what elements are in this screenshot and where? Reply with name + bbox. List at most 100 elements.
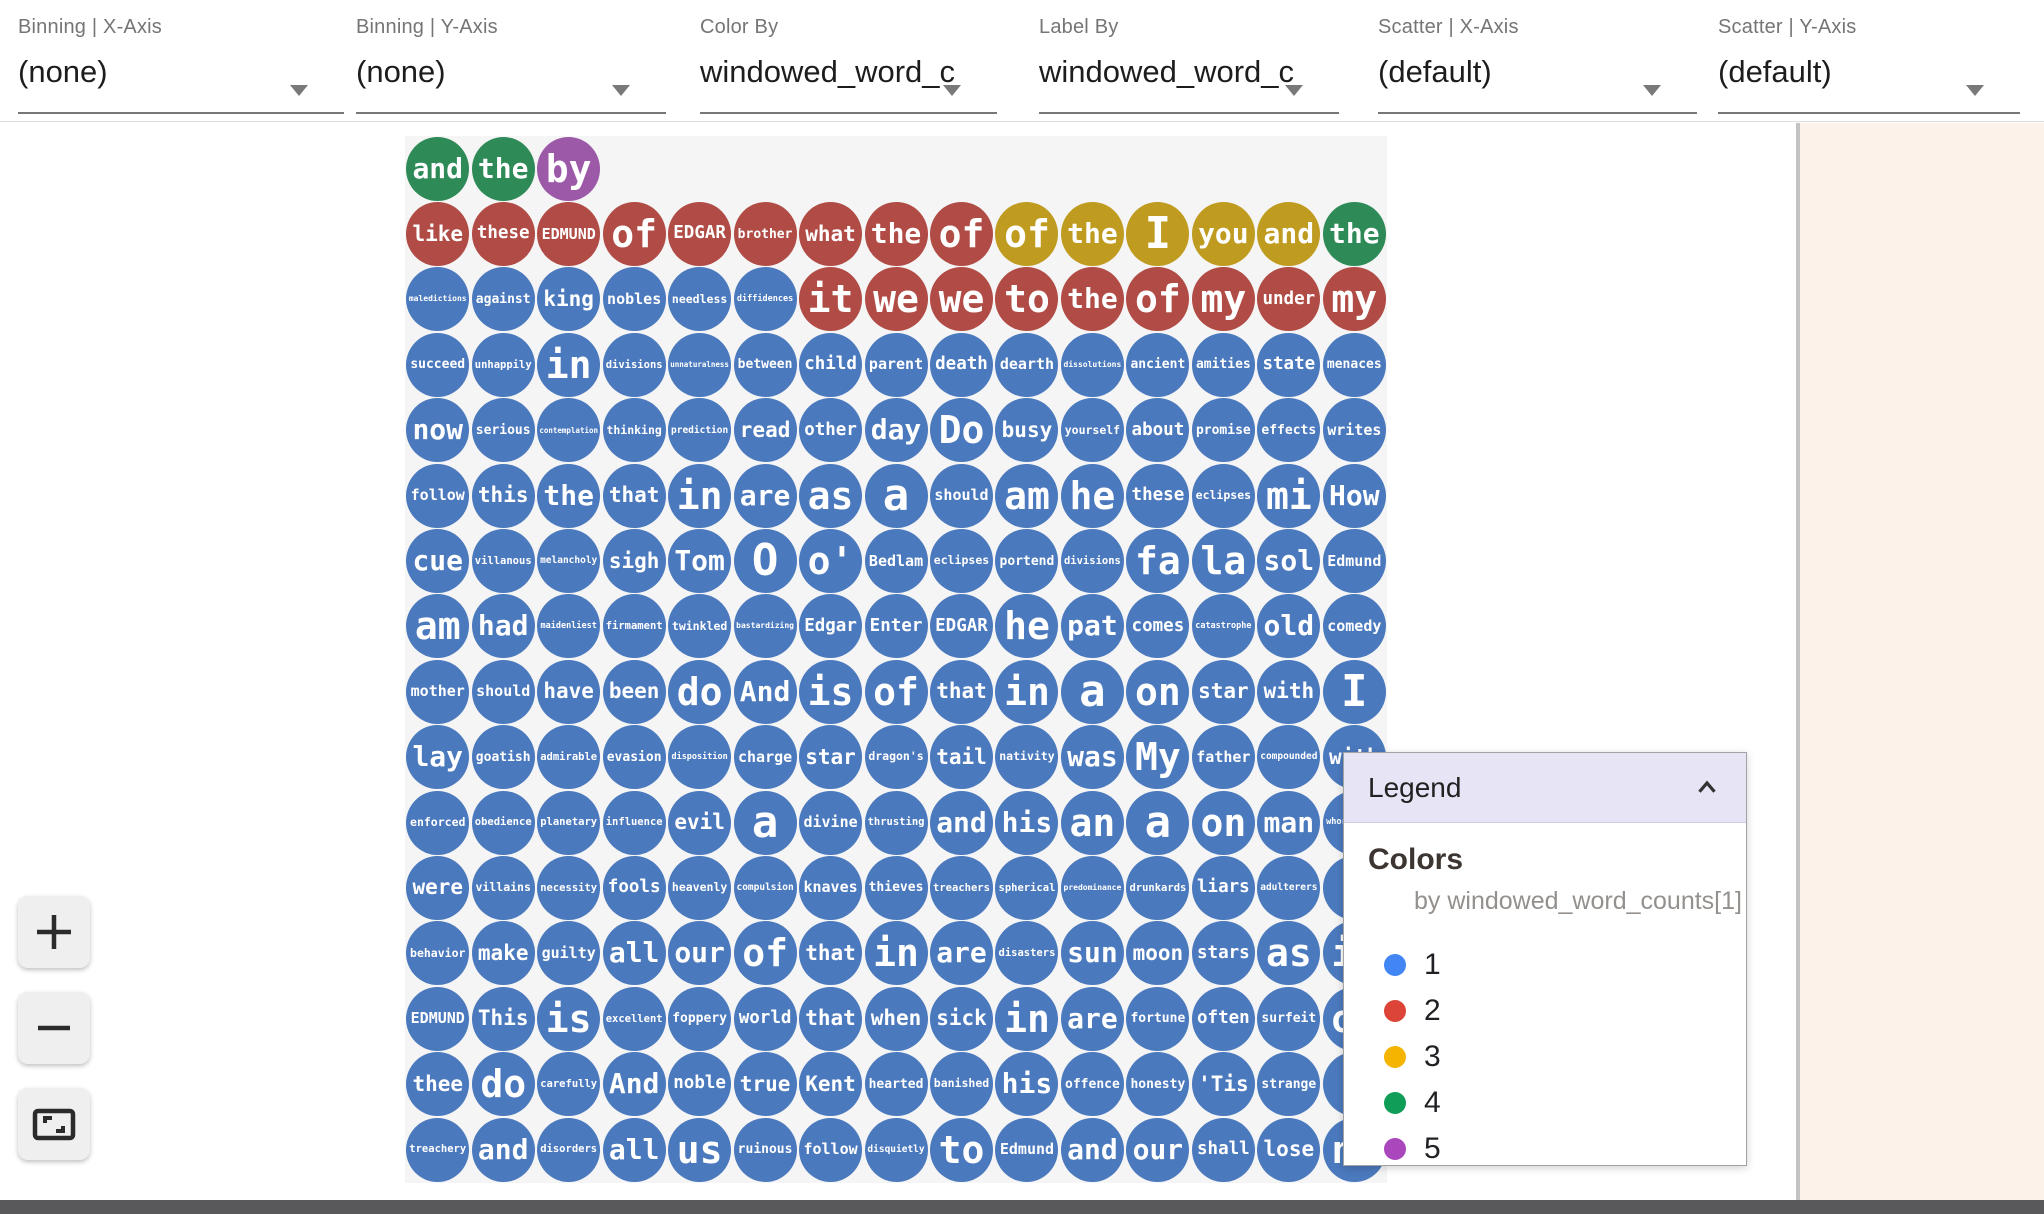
word-bubble[interactable]: follow	[799, 1117, 863, 1182]
word-bubble[interactable]: necessity	[537, 855, 601, 920]
word-bubble[interactable]: between	[733, 332, 797, 397]
word-bubble[interactable]: treachers	[929, 855, 993, 920]
word-bubble[interactable]: lay	[406, 725, 470, 790]
word-bubble[interactable]: Edmund	[995, 1117, 1059, 1182]
word-bubble[interactable]: of	[602, 202, 666, 267]
word-bubble[interactable]: do	[668, 659, 732, 724]
word-bubble[interactable]: drunkards	[1126, 855, 1190, 920]
word-bubble[interactable]: admirable	[537, 725, 601, 790]
word-bubble[interactable]: How	[1322, 463, 1386, 528]
word-bubble[interactable]: catastrophe	[1191, 594, 1255, 659]
word-bubble[interactable]: diffidences	[733, 267, 797, 332]
word-bubble[interactable]: he	[995, 594, 1059, 659]
word-bubble[interactable]: unnaturalness	[668, 332, 732, 397]
word-bubble[interactable]: what	[799, 202, 863, 267]
word-bubble[interactable]: hearted	[864, 1052, 928, 1117]
word-bubble[interactable]: of	[929, 202, 993, 267]
word-bubble[interactable]: thieves	[864, 855, 928, 920]
word-bubble[interactable]: been	[602, 659, 666, 724]
word-bubble[interactable]: my	[1191, 267, 1255, 332]
dropdown-color-by[interactable]: Color By windowed_word_counts[1]	[700, 16, 997, 118]
word-bubble[interactable]: these	[471, 202, 535, 267]
word-bubble[interactable]: sol	[1257, 529, 1321, 594]
word-bubble[interactable]: the	[1322, 202, 1386, 267]
word-bubble[interactable]: brother	[733, 202, 797, 267]
word-bubble[interactable]: our	[668, 921, 732, 986]
word-bubble[interactable]: nativity	[995, 725, 1059, 790]
word-bubble[interactable]: compulsion	[733, 855, 797, 920]
word-bubble[interactable]: under	[1257, 267, 1321, 332]
word-bubble[interactable]: My	[1126, 725, 1190, 790]
word-bubble[interactable]: that	[799, 986, 863, 1051]
word-bubble[interactable]: foppery	[668, 986, 732, 1051]
word-bubble[interactable]: a	[864, 463, 928, 528]
word-bubble[interactable]: as	[1257, 921, 1321, 986]
word-bubble[interactable]: I	[1322, 659, 1386, 724]
word-bubble[interactable]: star	[799, 725, 863, 790]
word-bubble[interactable]: Kent	[799, 1052, 863, 1117]
word-bubble[interactable]: world	[733, 986, 797, 1051]
word-bubble[interactable]: noble	[668, 1052, 732, 1117]
word-bubble[interactable]: EDMUND	[406, 986, 470, 1051]
word-bubble[interactable]: twinkled	[668, 594, 732, 659]
dropdown-scatter-x-axis[interactable]: Scatter | X-Axis (default)	[1378, 16, 1697, 118]
word-bubble[interactable]: Do	[929, 398, 993, 463]
word-bubble[interactable]: to	[929, 1117, 993, 1182]
word-bubble[interactable]: follow	[406, 463, 470, 528]
word-bubble[interactable]: effects	[1257, 398, 1321, 463]
word-bubble[interactable]: this	[471, 463, 535, 528]
chevron-up-icon[interactable]	[1692, 773, 1722, 803]
word-bubble[interactable]: state	[1257, 332, 1321, 397]
word-bubble[interactable]: serious	[471, 398, 535, 463]
word-bubble[interactable]: on	[1126, 659, 1190, 724]
word-bubble[interactable]: shall	[1191, 1117, 1255, 1182]
word-bubble[interactable]: like	[406, 202, 470, 267]
word-bubble[interactable]: have	[537, 659, 601, 724]
zoom-out-button[interactable]	[18, 992, 90, 1064]
word-bubble[interactable]: liars	[1191, 855, 1255, 920]
word-bubble[interactable]: Edmund	[1322, 529, 1386, 594]
word-bubble[interactable]: his	[995, 790, 1059, 855]
word-bubble[interactable]: banished	[929, 1052, 993, 1117]
word-bubble[interactable]: fortune	[1126, 986, 1190, 1051]
word-bubble[interactable]: in	[995, 659, 1059, 724]
word-bubble[interactable]: true	[733, 1052, 797, 1117]
dropdown-binning-x-axis[interactable]: Binning | X-Axis (none)	[18, 16, 344, 118]
word-bubble[interactable]: villanous	[471, 529, 535, 594]
word-bubble[interactable]: and	[1257, 202, 1321, 267]
word-bubble[interactable]: dissolutions	[1060, 332, 1124, 397]
word-bubble[interactable]: villains	[471, 855, 535, 920]
word-bubble[interactable]: yourself	[1060, 398, 1124, 463]
word-bubble[interactable]: read	[733, 398, 797, 463]
word-bubble[interactable]: an	[1060, 790, 1124, 855]
word-bubble[interactable]: parent	[864, 332, 928, 397]
word-bubble[interactable]: honesty	[1126, 1052, 1190, 1117]
word-bubble[interactable]: fools	[602, 855, 666, 920]
word-bubble[interactable]: bastardizing	[733, 594, 797, 659]
word-bubble[interactable]: is	[537, 986, 601, 1051]
word-bubble[interactable]: EDGAR	[929, 594, 993, 659]
word-bubble[interactable]: ruinous	[733, 1117, 797, 1182]
word-bubble[interactable]: divisions	[1060, 529, 1124, 594]
word-bubble[interactable]: obedience	[471, 790, 535, 855]
word-bubble[interactable]: excellent	[602, 986, 666, 1051]
word-bubble[interactable]: sigh	[602, 529, 666, 594]
word-bubble[interactable]: O	[733, 529, 797, 594]
word-bubble[interactable]: and	[1060, 1117, 1124, 1182]
word-bubble[interactable]: carefully	[537, 1052, 601, 1117]
word-bubble[interactable]: busy	[995, 398, 1059, 463]
word-bubble[interactable]: disasters	[995, 921, 1059, 986]
word-bubble[interactable]: Enter	[864, 594, 928, 659]
word-bubble[interactable]: in	[864, 921, 928, 986]
word-bubble[interactable]: thinking	[602, 398, 666, 463]
word-bubble[interactable]: predominance	[1060, 855, 1124, 920]
word-bubble[interactable]: are	[1060, 986, 1124, 1051]
word-bubble[interactable]: knaves	[799, 855, 863, 920]
word-bubble[interactable]: maledictions	[406, 267, 470, 332]
word-bubble[interactable]: by	[537, 136, 601, 201]
word-bubble[interactable]: disposition	[668, 725, 732, 790]
word-bubble[interactable]: guilty	[537, 921, 601, 986]
word-bubble[interactable]: make	[471, 921, 535, 986]
word-bubble[interactable]: and	[471, 1117, 535, 1182]
word-bubble[interactable]: moon	[1126, 921, 1190, 986]
